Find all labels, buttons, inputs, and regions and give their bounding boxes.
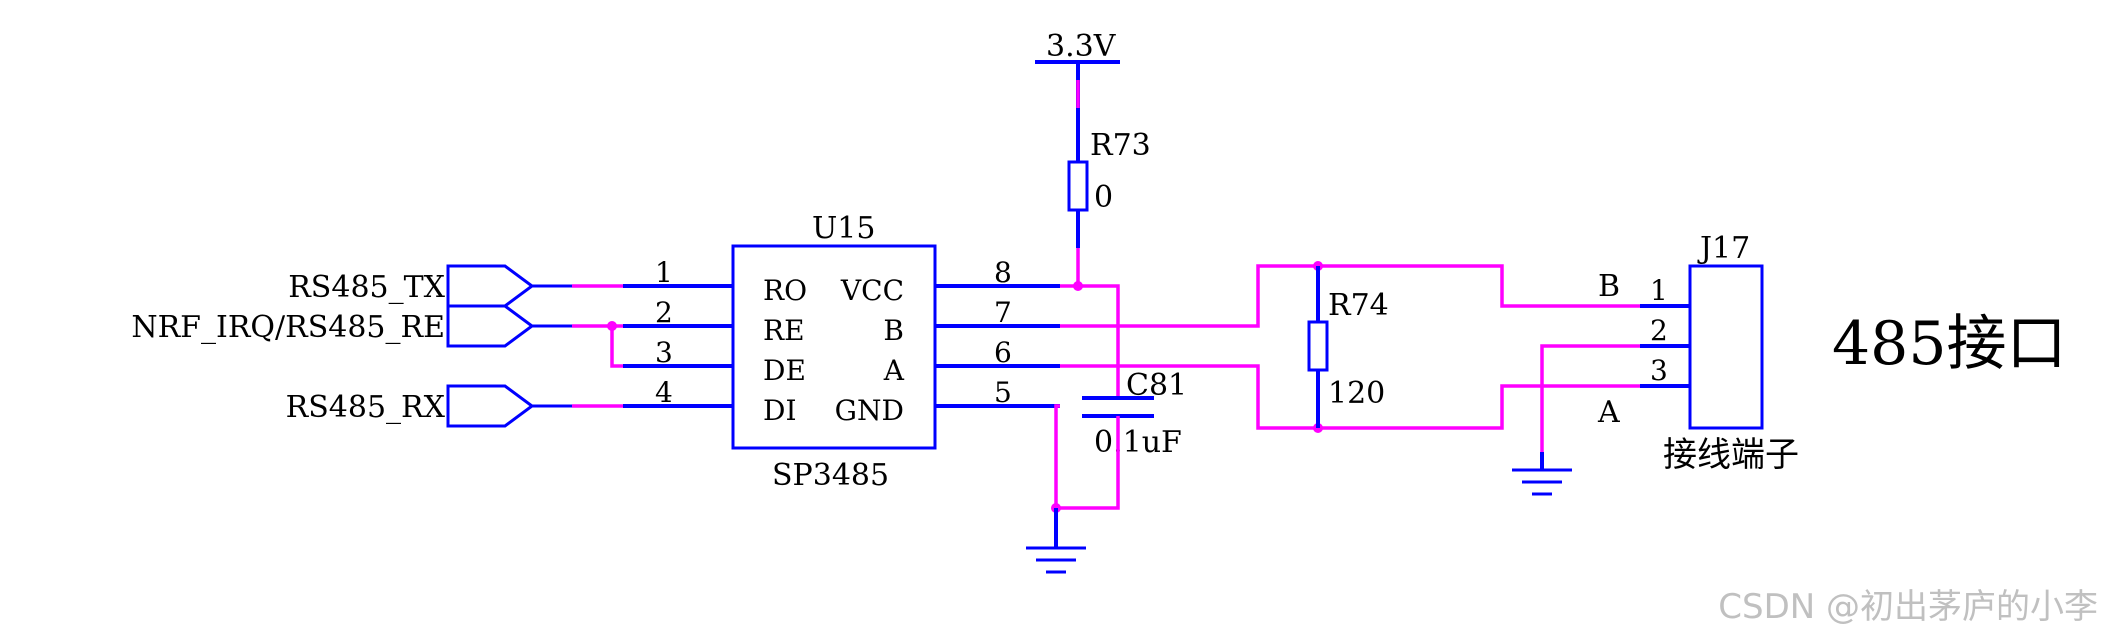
chip-u15: U15 SP3485 1 2 3 4 RO RE DE DI 8 7 6 5 V… (623, 211, 1060, 493)
resistor-r73: R73 0 (1067, 108, 1151, 248)
pin-3-name: DE (763, 354, 806, 387)
port-label: NRF_IRQ/RS485_RE (131, 310, 445, 345)
wire-re-de-link (610, 326, 623, 368)
pin-7-num: 7 (994, 296, 1012, 329)
net-a-label: A (1597, 395, 1620, 430)
pin-5-num: 5 (994, 376, 1012, 409)
supply-label: 3.3V (1046, 29, 1117, 64)
j17-pin-3: 3 (1650, 354, 1668, 387)
pin-8-num: 8 (994, 256, 1012, 289)
j17-desc: 接线端子 (1663, 435, 1799, 475)
ground-symbol-u15 (1026, 508, 1086, 574)
net-b-label: B (1598, 269, 1620, 304)
r73-value: 0 (1094, 180, 1113, 215)
port-rs485-rx: RS485_RX (286, 384, 572, 428)
resistor-r74: R74 120 (1307, 266, 1389, 428)
wire-vcc-cap (1060, 284, 1120, 398)
u15-part: SP3485 (772, 458, 889, 493)
r74-value: 120 (1328, 376, 1385, 411)
pin-1-name: RO (763, 274, 807, 307)
j17-pin-2: 2 (1650, 314, 1668, 347)
port-rs485-tx: RS485_TX (288, 264, 572, 308)
port-label: RS485_RX (286, 390, 446, 425)
wire-b (1060, 264, 1640, 328)
pin-6-num: 6 (994, 336, 1012, 369)
pin-1-num: 1 (655, 256, 673, 289)
pin-3-num: 3 (655, 336, 673, 369)
supply-3v3: 3.3V (1035, 29, 1120, 108)
wire-j17-gnd (1540, 344, 1640, 452)
c81-ref: C81 (1126, 368, 1187, 403)
pin-2-name: RE (763, 314, 805, 347)
port-nrf-irq-re: NRF_IRQ/RS485_RE (131, 304, 572, 348)
wire-cap-gnd (1056, 416, 1120, 510)
pin-6-name: A (883, 354, 905, 387)
pin-4-name: DI (763, 394, 797, 427)
pin-4-num: 4 (655, 376, 673, 409)
pin-5-name: GND (835, 394, 904, 427)
port-label: RS485_TX (288, 270, 445, 305)
u15-ref: U15 (812, 211, 875, 246)
watermark: CSDN @初出茅庐的小李 (1718, 587, 2098, 627)
diagram-title: 485接口 (1832, 309, 2067, 379)
r73-ref: R73 (1090, 128, 1151, 163)
junction-re-de (607, 321, 617, 331)
junction-vcc (1073, 281, 1083, 291)
wire-a (1060, 364, 1640, 430)
pin-8-name: VCC (840, 274, 904, 307)
ground-symbol-j17 (1512, 452, 1572, 496)
pin-7-name: B (883, 314, 904, 347)
wire-gnd (1054, 404, 1060, 508)
c81-value: 0.1uF (1094, 425, 1182, 460)
j17-ref: J17 (1697, 231, 1750, 266)
connector-j17: J17 1 2 3 接线端子 (1640, 231, 1799, 475)
j17-pin-1: 1 (1650, 274, 1668, 307)
r74-ref: R74 (1328, 288, 1389, 323)
pin-2-num: 2 (655, 296, 673, 329)
capacitor-c81: C81 0.1uF (1082, 368, 1187, 460)
